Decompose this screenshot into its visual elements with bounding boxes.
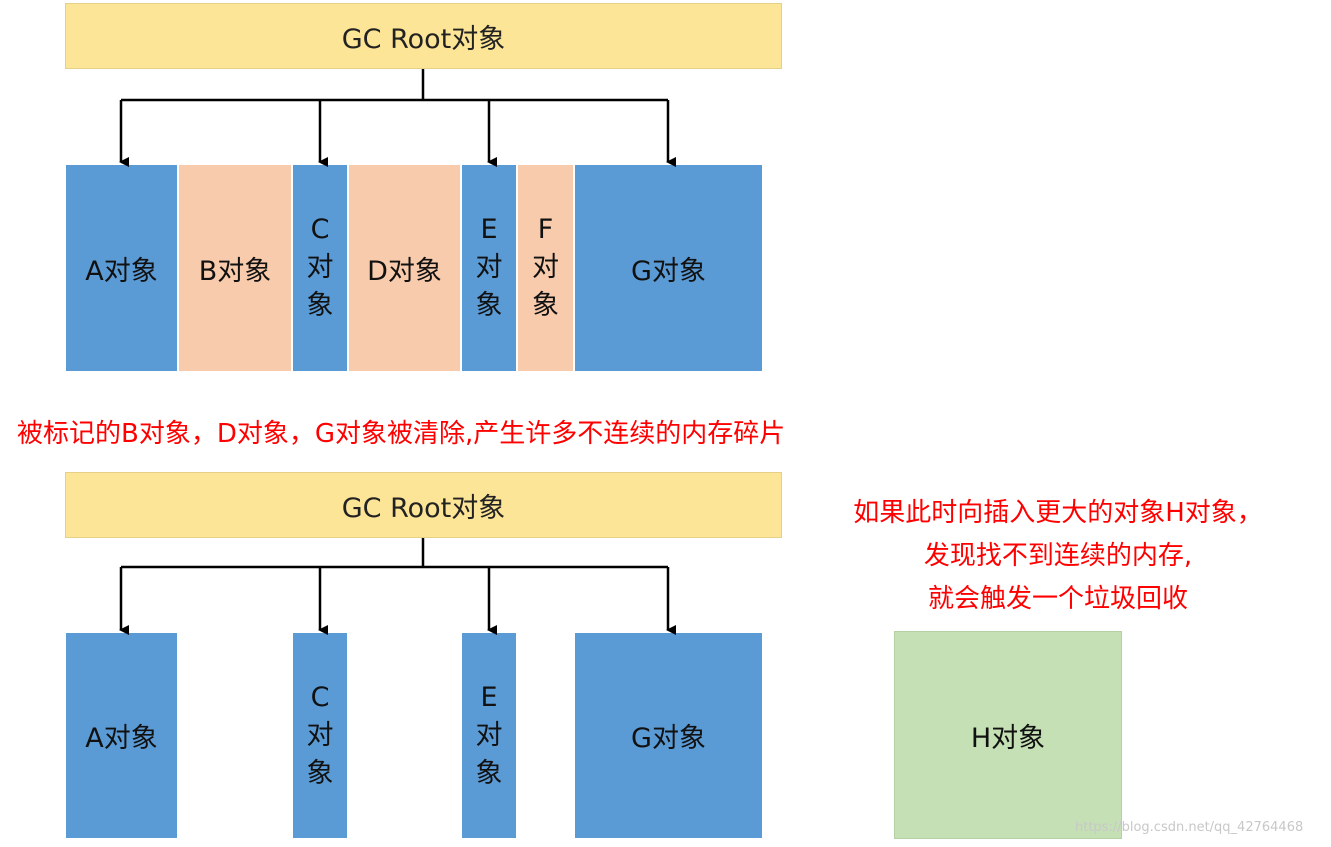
object-c-bottom-char-2: 对 — [306, 719, 334, 751]
gc-root-box-bottom: GC Root对象 — [65, 472, 782, 538]
watermark: https://blog.csdn.net/qq_42764468 — [1075, 820, 1304, 835]
gc-root-label-bottom: GC Root对象 — [341, 492, 506, 524]
object-g-bottom: G对象 — [574, 632, 763, 839]
object-c-bottom: C 对 象 — [292, 632, 348, 839]
bottom-connectors — [119, 538, 676, 635]
object-b-top-label: B对象 — [198, 255, 272, 287]
note-line-2: 发现找不到连续的内存, — [923, 541, 1193, 571]
object-f-top: F 对 象 — [517, 164, 574, 372]
object-b-top: B对象 — [178, 164, 292, 372]
object-e-bottom: E 对 象 — [461, 632, 517, 839]
object-g-bottom-label: G对象 — [631, 723, 706, 754]
object-g-top: G对象 — [574, 164, 763, 372]
note-text: 如果此时向插入更大的对象H对象， 发现找不到连续的内存, 就会触发一个垃圾回收 — [812, 492, 1304, 621]
object-a-top-label: A对象 — [85, 255, 158, 287]
note-line-1: 如果此时向插入更大的对象H对象， — [853, 498, 1263, 528]
object-a-top: A对象 — [65, 164, 178, 372]
object-h: H对象 — [894, 631, 1122, 839]
object-d-top: D对象 — [348, 164, 461, 372]
object-a-bottom-label: A对象 — [85, 723, 158, 754]
object-c-bottom-char-1: C — [310, 681, 330, 713]
object-c-top-char-2: 对 — [306, 252, 334, 283]
object-e-top: E 对 象 — [461, 164, 517, 372]
object-e-top-char-2: 对 — [475, 252, 503, 283]
object-e-bottom-char-1: E — [480, 681, 498, 713]
object-e-bottom-char-3: 象 — [475, 757, 503, 789]
object-f-top-char-3: 象 — [532, 290, 559, 321]
object-h-label: H对象 — [970, 722, 1046, 754]
top-connectors — [119, 69, 676, 167]
gc-root-label-top: GC Root对象 — [341, 23, 506, 55]
object-c-top-char-1: C — [310, 214, 330, 245]
object-c-bottom-char-3: 象 — [306, 757, 334, 789]
caption-text: 被标记的B对象，D对象，G对象被清除,产生许多不连续的内存碎片 — [17, 419, 786, 449]
object-f-top-char-1: F — [537, 214, 554, 245]
object-e-top-char-1: E — [480, 214, 498, 245]
object-d-top-label: D对象 — [367, 255, 442, 287]
object-a-bottom: A对象 — [65, 632, 178, 839]
gc-root-box-top: GC Root对象 — [65, 3, 782, 69]
object-g-top-label: G对象 — [631, 255, 706, 287]
object-c-top: C 对 象 — [292, 164, 348, 372]
object-c-top-char-3: 象 — [306, 290, 334, 321]
note-line-3: 就会触发一个垃圾回收 — [927, 584, 1188, 614]
object-f-top-char-2: 对 — [532, 252, 559, 283]
object-e-top-char-3: 象 — [475, 290, 503, 321]
object-e-bottom-char-2: 对 — [475, 719, 503, 751]
